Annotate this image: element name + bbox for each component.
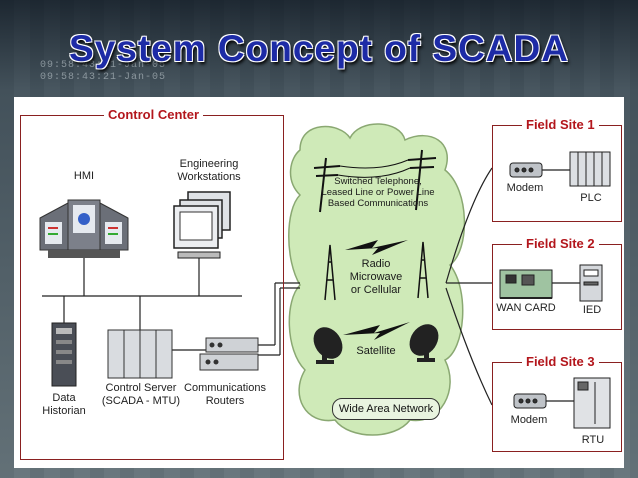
satellite-dish-icon [313, 324, 439, 364]
field-site-3-label: Field Site 3 [522, 354, 599, 369]
hmi-console-icon [39, 199, 129, 258]
field-site-3-rtu-label: RTU [581, 434, 605, 446]
wide-area-network-label: Wide Area Network [332, 398, 440, 420]
field-site-1-plc-label: PLC [580, 192, 602, 204]
data-historian-icon [51, 322, 77, 387]
background-ticker-2: 09:58:43:21-Jan-05 [40, 72, 167, 83]
satellite-label: Satellite [356, 345, 396, 357]
control-center-wiring [42, 258, 300, 356]
field-site-1-box [492, 125, 622, 222]
radio-label: Radio Microwave or Cellular [349, 258, 403, 296]
field-site-2-ied-label: IED [582, 304, 602, 316]
switched-telephone-label: Switched Telephone, Leased Line or Power… [321, 176, 435, 209]
radio-tower-icon [324, 241, 429, 301]
communications-routers-label: Communications Routers [184, 382, 266, 407]
modem-icon-3 [513, 393, 547, 409]
field-site-wiring [445, 167, 580, 406]
control-center-label: Control Center [104, 107, 203, 122]
field-site-2-box [492, 244, 622, 330]
lightning-icon [345, 240, 408, 255]
rtu-icon [573, 377, 611, 429]
field-site-2-label: Field Site 2 [522, 236, 599, 251]
background-ticker-1: 09:58:43:21-Jan-05 [40, 60, 167, 71]
field-site-2-wancard-label: WAN CARD [496, 302, 556, 314]
modem-icon-1 [509, 162, 543, 178]
field-site-1-modem-label: Modem [506, 182, 544, 194]
router-icon [199, 337, 259, 371]
wan-card-icon [499, 269, 553, 299]
hmi-label: HMI [73, 170, 95, 182]
data-historian-label: Data Historian [42, 392, 86, 417]
plc-icon [569, 151, 611, 187]
field-site-3-modem-label: Modem [510, 414, 548, 426]
power-pole-icon [313, 149, 437, 213]
control-server-icon [107, 329, 173, 379]
ied-icon [579, 264, 603, 302]
page-title: System Concept of SCADA [69, 28, 569, 69]
field-site-1-label: Field Site 1 [522, 117, 599, 132]
workstation-icon [173, 191, 231, 259]
engineering-workstations-label: Engineering Workstations [177, 158, 241, 183]
control-server-label: Control Server (SCADA - MTU) [101, 382, 181, 407]
